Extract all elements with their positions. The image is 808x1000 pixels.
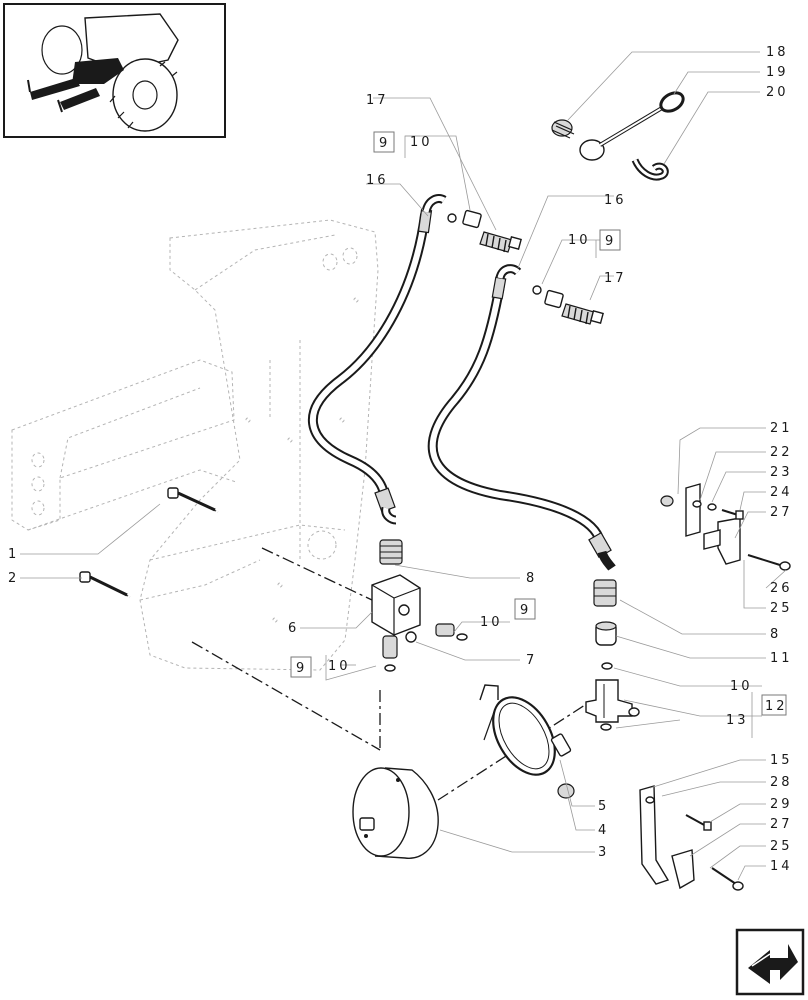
next-page-arrow-icon[interactable] [735,928,805,996]
callout-29: 29 [770,797,793,812]
callout-10-tee: 10 [730,679,753,694]
callout-7: 7 [526,653,537,668]
callout-20: 20 [766,85,789,100]
callout-9-valve-bottom: 9 [296,661,307,676]
fitting-8-right-icon [593,579,617,607]
callout-4: 4 [598,823,609,838]
callout-11: 11 [770,651,793,666]
fitting-10-valve-bottom-icon [382,635,398,672]
hydraulic-hose-right [427,264,616,571]
callout-26: 26 [770,581,793,596]
callout-28: 28 [770,775,793,790]
callout-27-top: 27 [770,505,793,520]
adapter-11-icon [595,621,617,646]
callout-24: 24 [770,485,793,500]
callout-22: 22 [770,445,793,460]
callout-25-top: 25 [770,601,793,616]
callout-9-top-right: 9 [605,234,616,249]
fitting-8-left-icon [379,539,403,565]
dust-cap-18-icon [551,119,575,139]
callout-2: 2 [8,571,19,586]
clip-20-icon [631,158,669,181]
bracket-bottom-right-icon [639,785,744,891]
fitting-10-valve-side-icon [435,623,468,641]
callout-16-top-right: 16 [604,193,627,208]
callout-25-bottom: 25 [770,839,793,854]
tractor-location-thumbnail-icon [3,3,226,138]
tee-fitting-12-icon [585,662,640,731]
callout-16-top-left: 16 [366,173,389,188]
accumulator-3-icon [352,767,439,859]
callout-8-left: 8 [526,571,537,586]
fitting-7-icon [405,631,417,643]
tractor-frame-outline [11,219,379,671]
clamp-bracket-5-icon [479,684,572,776]
callout-14: 14 [770,859,793,874]
bolt-2-icon [79,571,131,598]
callout-10-valve-side: 10 [480,615,503,630]
bolt-1-icon [167,487,219,513]
callout-18: 18 [766,45,789,60]
leader-lines [20,51,787,881]
dust-cap-19-icon [579,91,685,161]
callout-13: 13 [726,713,749,728]
coupler-left-assembly [447,209,522,253]
callout-6: 6 [288,621,299,636]
bracket-top-right-icon [660,483,791,571]
callout-19: 19 [766,65,789,80]
callout-9-top-left: 9 [379,136,390,151]
callout-17-top-right: 17 [604,271,627,286]
callout-10-top-left: 10 [410,135,433,150]
valve-block-6-icon [371,574,421,636]
callout-8-right: 8 [770,627,781,642]
callout-3: 3 [598,845,609,860]
hydraulic-hose-left [308,194,447,525]
callout-1: 1 [8,547,19,562]
callout-10-top-right: 10 [568,233,591,248]
callout-9-valve-side: 9 [520,603,531,618]
callout-23: 23 [770,465,793,480]
callout-labels: 1 2 3 4 5 6 7 8 8 9 10 10 9 9 10 17 16 1… [8,45,793,874]
callout-12: 12 [765,699,788,714]
nut-4-icon [557,783,575,799]
callout-15: 15 [770,753,793,768]
coupler-right-assembly [532,285,604,325]
callout-10-valve-bottom: 10 [328,659,351,674]
callout-17-top-left: 17 [366,93,389,108]
callout-5: 5 [598,799,609,814]
callout-21: 21 [770,421,793,436]
callout-27-bottom: 27 [770,817,793,832]
